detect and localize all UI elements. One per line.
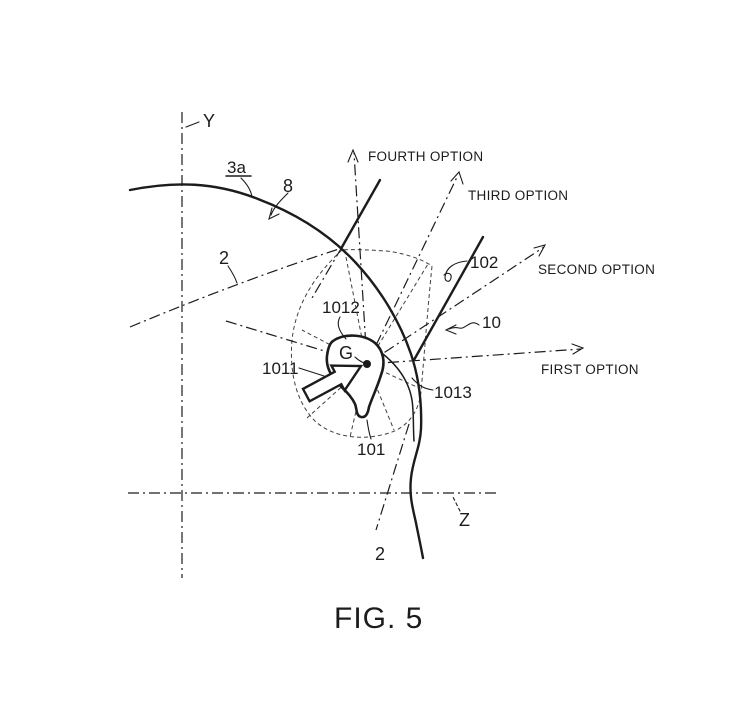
ref-10-leader (448, 322, 480, 330)
option-lines (347, 148, 585, 365)
second-option-arrowhead (533, 244, 547, 257)
third-option-arrowhead (450, 170, 464, 185)
fan-radial-up-left (344, 251, 368, 365)
ref-10-arrowhead (444, 324, 457, 335)
ref-2-upper-label: 2 (219, 248, 229, 268)
upper-pillar-line (340, 178, 382, 249)
ref-3a-label: 3a (227, 158, 246, 177)
ref-2-upper-leader (227, 265, 238, 284)
upper-segment-extension (311, 246, 343, 299)
g-point-dot (363, 360, 371, 368)
arrow-1011 (301, 364, 364, 403)
ref-1012-leader (337, 316, 347, 340)
ref-102-label: 102 (470, 253, 498, 272)
third-option-line (366, 174, 459, 365)
g-label: G (339, 343, 353, 363)
body-curve-3a (128, 183, 425, 560)
ref-2-lower-line (375, 423, 410, 531)
left-radial-line (225, 320, 368, 365)
fan-radial-up-right (366, 263, 429, 365)
second-option-line (366, 246, 545, 365)
ref-102-leader (443, 260, 468, 282)
ref-2-lower-label: 2 (375, 544, 385, 564)
ref-1013-leader (411, 377, 434, 391)
ref-8-leader (270, 192, 289, 216)
ref-8-arrowhead (268, 207, 280, 221)
ref-101-leader (366, 419, 372, 440)
third-option-label: THIRD OPTION (468, 188, 568, 203)
first-option-label: FIRST OPTION (541, 362, 639, 377)
fan-radial-down-right (366, 363, 395, 431)
dashed-envelope-outline (290, 249, 433, 438)
z-label-leader (452, 496, 461, 512)
curve-1013 (382, 353, 415, 442)
y-label-leader (185, 121, 200, 128)
line-102 (412, 235, 485, 362)
ref-8-label: 8 (283, 176, 293, 196)
ref-1011-label: 1011 (262, 359, 299, 378)
second-option-label: SECOND OPTION (538, 262, 655, 277)
g-label-leader (354, 356, 365, 364)
ref-101-label: 101 (357, 440, 385, 459)
first-option-line (366, 348, 582, 365)
leader-lines (185, 121, 480, 512)
fourth-option-label: FOURTH OPTION (368, 149, 483, 164)
fourth-option-line (353, 152, 368, 365)
ref-2-upper-line (129, 247, 343, 328)
ref-1013-label: 1013 (434, 383, 472, 402)
fourth-option-arrowhead (347, 148, 359, 163)
ref-1011-leader (298, 367, 325, 377)
ref-3a-leader (240, 177, 253, 198)
y-axis-label: Y (203, 111, 215, 131)
figure-caption: FIG. 5 (334, 602, 423, 635)
first-option-arrowhead (571, 343, 585, 355)
ref-10-label: 10 (482, 313, 501, 332)
ref-1012-label: 1012 (322, 298, 360, 317)
z-axis-label: Z (459, 510, 470, 530)
